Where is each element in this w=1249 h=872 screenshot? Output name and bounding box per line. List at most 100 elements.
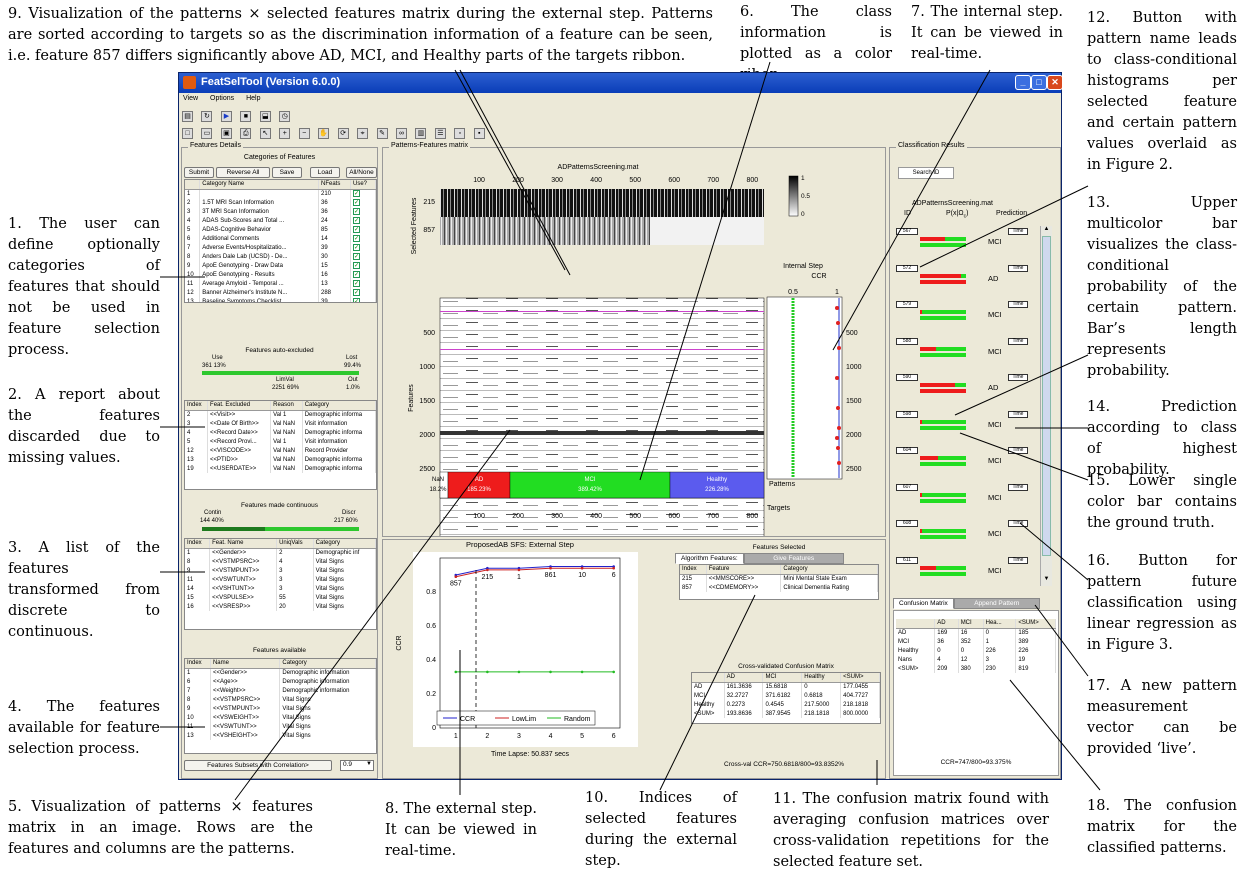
scroll-thumb[interactable] (1042, 236, 1051, 556)
excluded-header[interactable]: Reason (270, 401, 303, 411)
selected-feature-row[interactable]: 215<<MMSCORE>>Mini Mental State Exam (680, 574, 878, 583)
continuous-header[interactable]: Index (185, 539, 211, 549)
menu-help[interactable]: Help (246, 95, 261, 102)
feature-subsets-button[interactable]: Features Subsets with Correlation> (184, 760, 332, 771)
colorbar-icon[interactable]: ▥ (415, 128, 427, 140)
tab-confusion-matrix[interactable]: Confusion Matrix (893, 598, 954, 609)
open-folder-icon[interactable]: ▭ (201, 128, 213, 140)
category-header[interactable]: Category Name (199, 180, 319, 190)
use-checkbox[interactable]: ✓ (352, 280, 360, 287)
selected-feature-row[interactable]: 857<<CDMEMORY>>Clinical Dementia Rating (680, 583, 878, 592)
available-row[interactable]: 1<<Gender>>Demographic information (185, 668, 376, 677)
print-icon[interactable]: ⎙ (240, 128, 252, 140)
new-file-icon[interactable]: □ (182, 128, 193, 140)
class-confusion-header[interactable]: AD (934, 619, 959, 629)
available-row[interactable]: 7<<Weight>>Demographic information (185, 686, 376, 695)
selected-feature-header[interactable]: Category (780, 565, 878, 575)
all-none-button[interactable]: All/None (346, 167, 377, 178)
pattern-id-button[interactable]: 608 (896, 520, 918, 527)
time-button[interactable]: Time (1008, 556, 1028, 564)
menu-view[interactable]: View (183, 95, 199, 102)
time-button[interactable]: Time (1008, 374, 1028, 381)
pattern-id-button[interactable]: 611 (896, 556, 918, 564)
class-confusion-header[interactable]: MCI (958, 619, 984, 629)
use-checkbox[interactable]: ✓ (352, 217, 360, 224)
pattern-id-button[interactable]: 579 (896, 301, 918, 308)
scroll-up-icon[interactable]: ▲ (1043, 226, 1050, 232)
run-icon[interactable]: ▶ (220, 111, 232, 123)
use-checkbox[interactable]: ✓ (352, 226, 360, 233)
use-checkbox[interactable]: ✓ (352, 208, 360, 215)
cv-confusion-header[interactable]: Healthy (801, 673, 842, 683)
time-button[interactable]: Time (1008, 264, 1028, 272)
stop-icon[interactable]: ■ (240, 111, 252, 123)
use-checkbox[interactable]: ✓ (352, 235, 360, 242)
time-button[interactable]: Time (1008, 337, 1028, 345)
save-icon[interactable]: ▣ (220, 128, 232, 140)
available-header[interactable]: Name (210, 659, 281, 669)
excluded-header[interactable]: Index (185, 401, 209, 411)
available-row[interactable]: 13<<VSHEIGHT>>Vital Signs (185, 731, 376, 740)
legend-icon[interactable]: ☰ (434, 128, 446, 140)
zoom-out-icon[interactable]: − (298, 128, 310, 140)
pattern-id-button[interactable]: 598 (896, 410, 918, 418)
available-row[interactable]: 10<<VSWEIGHT>>Vital Signs (185, 713, 376, 722)
tab-algorithm-features[interactable]: Algorithm Features: (675, 553, 744, 564)
menu-options[interactable]: Options (210, 95, 235, 102)
continuous-header[interactable]: UniqVals (276, 539, 314, 549)
timer-icon[interactable]: ◷ (279, 111, 291, 123)
excluded-header[interactable]: Feat. Excluded (207, 401, 272, 411)
class-confusion-header[interactable]: Hea... (983, 619, 1017, 629)
pattern-id-button[interactable]: 572 (896, 264, 918, 272)
time-button[interactable]: Time (1008, 410, 1028, 418)
tab-append-pattern[interactable]: Append Pattern (953, 598, 1040, 609)
use-checkbox[interactable]: ✓ (352, 244, 360, 251)
class-confusion-header[interactable]: <SUM> (1015, 619, 1056, 629)
time-button[interactable]: Time (1008, 483, 1028, 491)
category-header[interactable]: Use? (350, 180, 376, 190)
submit-button[interactable]: Submit (184, 167, 214, 178)
available-header[interactable]: Category (279, 659, 376, 669)
open-icon[interactable]: ▤ (182, 111, 193, 123)
refresh-icon[interactable]: ↻ (201, 111, 213, 123)
available-row[interactable]: 9<<VSTMPUNT>>Vital Signs (185, 704, 376, 713)
dock-icon[interactable]: ▪ (473, 128, 485, 140)
pattern-id-button[interactable]: 607 (896, 483, 918, 491)
minimize-button[interactable]: _ (1015, 75, 1031, 90)
cv-confusion-header[interactable]: MCI (762, 673, 803, 683)
pan-icon[interactable]: ✋ (318, 128, 330, 140)
available-row[interactable]: 8<<VSTMPSRC>>Vital Signs (185, 695, 376, 704)
reverse-all-button[interactable]: Reverse All (216, 167, 270, 178)
pattern-id-button[interactable]: 604 (896, 447, 918, 454)
tab-give-features[interactable]: Give Features (743, 553, 844, 564)
pattern-id-button[interactable]: 567 (896, 228, 918, 235)
scroll-down-icon[interactable]: ▼ (1043, 576, 1050, 582)
cv-confusion-header[interactable]: <SUM> (840, 673, 880, 683)
available-row[interactable]: 6<<Age>>Demographic information (185, 677, 376, 686)
use-checkbox[interactable]: ✓ (352, 262, 360, 269)
close-button[interactable]: ✕ (1047, 75, 1063, 90)
link-icon[interactable]: ∞ (395, 128, 407, 140)
use-checkbox[interactable]: ✓ (352, 271, 360, 278)
use-checkbox[interactable]: ✓ (352, 190, 360, 198)
